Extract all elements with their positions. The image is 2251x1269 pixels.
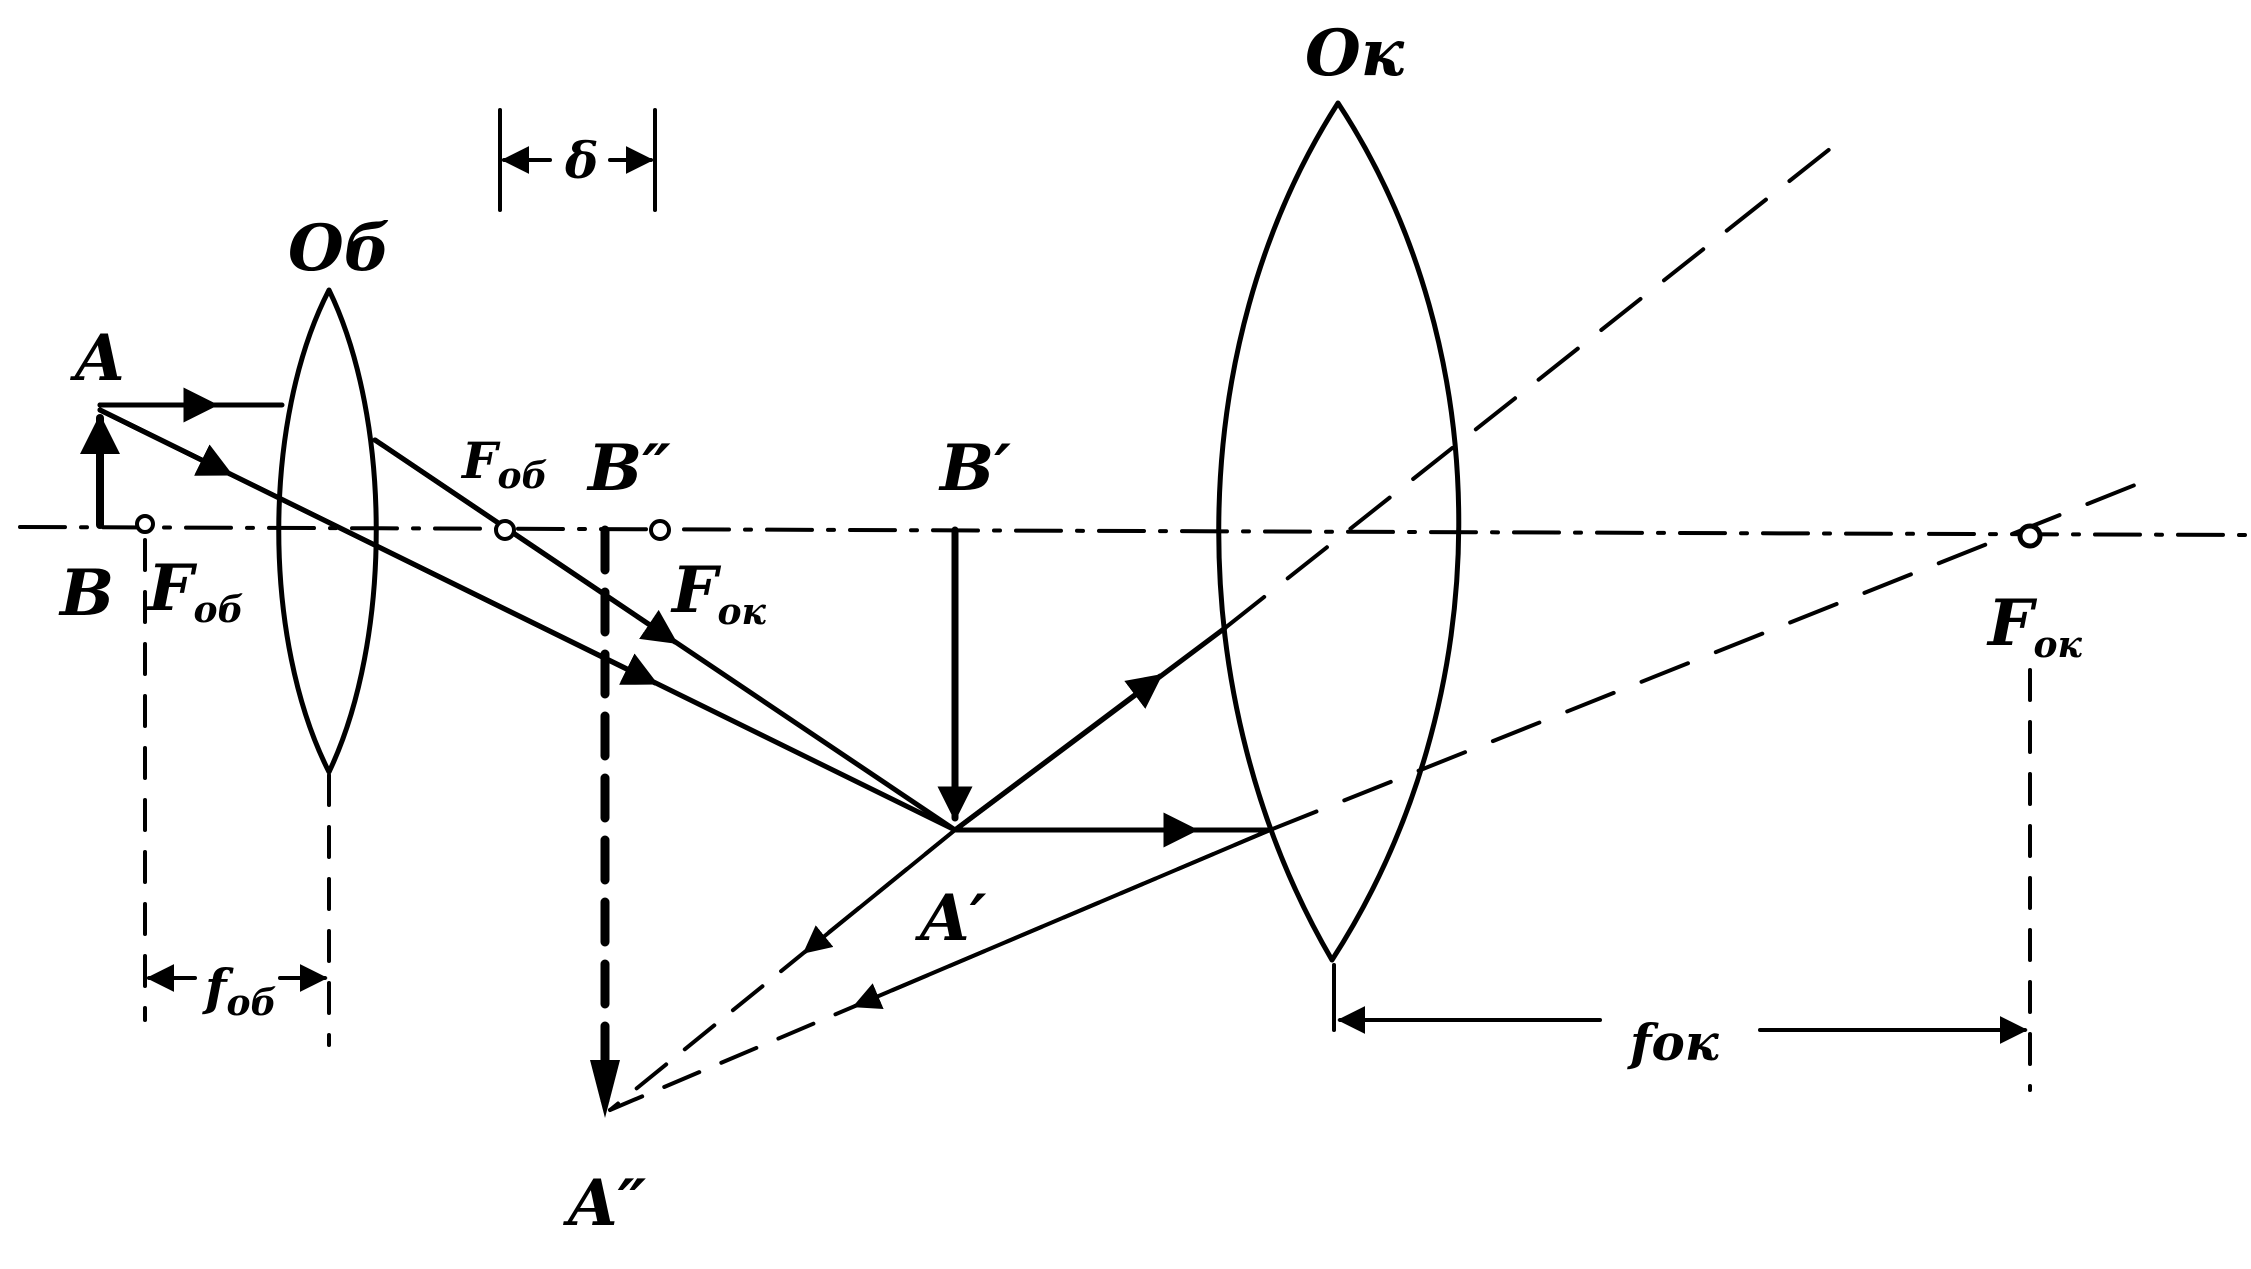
eyepiece-lens-label: Oк <box>1305 16 1405 91</box>
virtual-ray-2 <box>608 828 1272 1112</box>
point-b1-label: B′ <box>938 431 1011 506</box>
dashed-extension-2 <box>1268 473 2162 832</box>
objective-lens <box>276 287 379 775</box>
focus-eyepiece-right-point <box>2017 523 2043 549</box>
virtual-ray-2-arrow <box>852 828 1272 1010</box>
fok-label: fок <box>1627 1013 1720 1072</box>
objective-lens-label: Oб <box>288 211 390 286</box>
focus-objective-left-label: Fоб <box>146 551 243 631</box>
eyepiece-lens <box>1216 100 1462 963</box>
ray-2-arrow-b <box>97 407 659 686</box>
focus-objective-right-point <box>494 519 516 541</box>
focus-objective-right-label: Fоб <box>460 431 548 497</box>
point-a1-label: A′ <box>915 881 987 956</box>
point-a-label: A <box>70 321 125 396</box>
focus-eyepiece-left-point <box>649 519 671 541</box>
focus-eyepiece-left-label: Fок <box>670 553 766 633</box>
point-b-label: B <box>58 556 114 631</box>
dashed-extension-1 <box>1223 135 1847 630</box>
point-a2-label: A″ <box>563 1166 647 1241</box>
optical-axis <box>18 525 2247 537</box>
ray-1-refracted-arrow <box>372 437 678 645</box>
virtual-ray-1-arrow <box>802 828 957 954</box>
delta-label: δ <box>564 131 598 190</box>
point-b2-label: B″ <box>586 431 671 506</box>
focus-eyepiece-right-label: Fок <box>1986 586 2082 666</box>
fob-label: fоб <box>202 958 277 1024</box>
virtual-image-arrowhead <box>590 1060 620 1118</box>
eyepiece-ray-upper-arrow <box>952 673 1163 833</box>
focus-objective-left-point <box>135 514 155 534</box>
